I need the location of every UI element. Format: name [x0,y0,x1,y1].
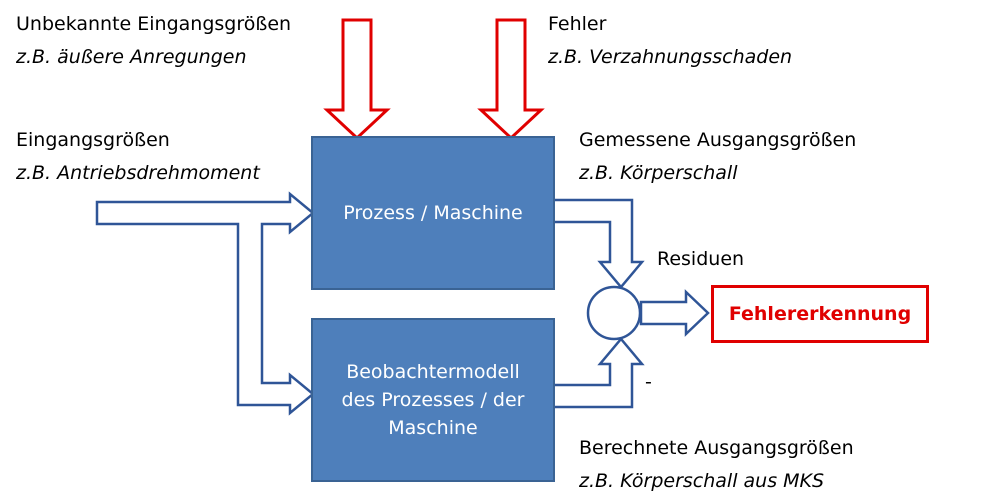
process-block: Prozess / Maschine [311,136,555,290]
unknown-inputs-example: z.B. äußere Anregungen [16,46,247,68]
unknown-inputs-arrow [323,18,391,141]
observer-block: Beobachtermodell des Prozesses / der Mas… [311,318,555,482]
summing-junction [586,285,642,341]
computed-outputs-example: z.B. Körperschall aus MKS [579,470,825,492]
input-arrow [95,191,315,416]
faults-example: z.B. Verzahnungsschaden [548,46,793,68]
computed-outputs-label: Berechnete Ausgangsgrößen z.B. Körpersch… [579,436,854,493]
fault-detection-box: Fehlererkennung [711,285,929,343]
inputs-label: Eingangsgrößen z.B. Antriebsdrehmoment [16,128,260,185]
unknown-inputs-label: Unbekannte Eingangsgrößen z.B. äußere An… [16,12,291,69]
inputs-example: z.B. Antriebsdrehmoment [16,162,260,184]
inputs-name: Eingangsgrößen [16,129,170,151]
computed-output-arrow [551,337,645,409]
unknown-inputs-name: Unbekannte Eingangsgrößen [16,13,292,35]
measured-output-arrow [551,198,645,289]
fault-arrow [477,18,545,141]
process-block-label: Prozess / Maschine [343,202,523,224]
residuals-label: Residuen [657,248,745,270]
faults-name: Fehler [548,13,607,35]
observer-block-label: Beobachtermodell des Prozesses / der Mas… [341,361,525,439]
measured-outputs-name: Gemessene Ausgangsgrößen [579,129,857,151]
residual-arrow [639,289,710,337]
computed-outputs-name: Berechnete Ausgangsgrößen [579,437,854,459]
faults-label: Fehler z.B. Verzahnungsschaden [548,12,792,69]
minus-sign: - [645,371,652,393]
fault-detection-label: Fehlererkennung [728,303,912,325]
measured-outputs-label: Gemessene Ausgangsgrößen z.B. Körperscha… [579,128,856,185]
measured-outputs-example: z.B. Körperschall [579,162,738,184]
